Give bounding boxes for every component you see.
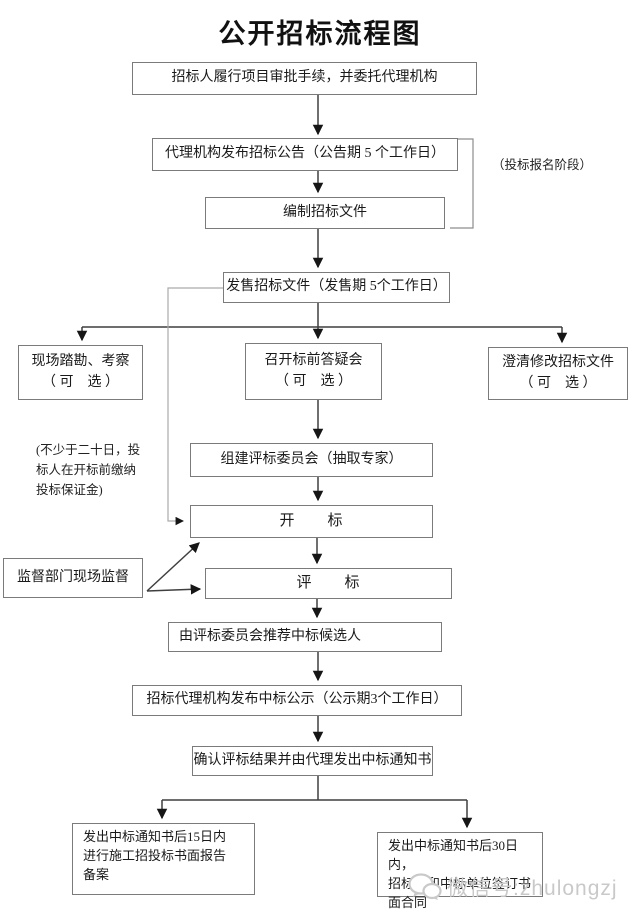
node-label: 现场踏勘、考察	[31, 354, 130, 370]
node-label: 发售招标文件（发售期 5个工作日）	[226, 279, 447, 295]
connector-line	[167, 287, 223, 526]
phase-bracket	[450, 138, 474, 229]
node-label: 招标人履行项目审批手续，并委托代理机构	[171, 70, 438, 86]
connector-line	[146, 584, 202, 595]
deposit-note-line: (不少于二十日，投	[36, 443, 141, 457]
node-clarify-docs: 澄清修改招标文件 （ 可 选 ）	[488, 347, 628, 400]
node-label-line: 面合同	[388, 894, 428, 910]
watermark: 微信号:zhulongzj	[408, 872, 618, 902]
node-committee: 组建评标委员会（抽取专家）	[190, 443, 433, 477]
deposit-note: (不少于二十日，投 标人在开标前缴纳 投标保证金)	[36, 440, 148, 500]
node-contract: 发出中标通知书后30日内， 招标人和中标单位签订书 面合同	[377, 832, 543, 910]
node-bid-evaluation: 评 标	[205, 568, 452, 599]
node-filing: 发出中标通知书后15日内 进行施工招投标书面报告 备案	[72, 823, 255, 895]
node-sell-docs: 发售招标文件（发售期 5个工作日）	[223, 272, 450, 303]
node-label-line: 备案	[83, 866, 110, 882]
node-label: 确认评标结果并由代理发出中标通知书	[193, 752, 432, 768]
node-announcement: 代理机构发布招标公告（公告期 5 个工作日）	[152, 138, 458, 171]
node-label: 招标代理机构发布中标公示（公示期3个工作日）	[146, 692, 448, 708]
node-label-line: 进行施工招投标书面报告	[83, 847, 227, 863]
node-label: 评 标	[296, 574, 361, 591]
deposit-note-line: 投标保证金)	[36, 483, 103, 497]
deposit-note-line: 标人在开标前缴纳	[36, 463, 137, 477]
page-title: 公开招标流程图	[218, 19, 422, 49]
connector-line	[146, 542, 200, 592]
node-publicity: 招标代理机构发布中标公示（公示期3个工作日）	[132, 685, 462, 716]
node-label: 监督部门现场监督	[17, 569, 129, 585]
node-label: 组建评标委员会（抽取专家）	[220, 451, 403, 467]
node-label: 由评标委员会推荐中标候选人	[179, 628, 361, 644]
node-qa-meeting: 召开标前答疑会 （ 可 选 ）	[245, 343, 382, 400]
node-label: 代理机构发布招标公告（公告期 5 个工作日）	[165, 146, 445, 162]
node-recommend: 由评标委员会推荐中标候选人	[168, 622, 442, 652]
node-prepare-docs: 编制招标文件	[205, 197, 445, 229]
registration-phase-label: （投标报名阶段）	[492, 158, 593, 172]
node-sublabel: （ 可 选 ）	[275, 373, 352, 389]
node-site-survey: 现场踏勘、考察 （ 可 选 ）	[18, 345, 143, 400]
watermark-text: 微信号:zhulongzj	[447, 877, 618, 900]
node-sublabel: （ 可 选 ）	[519, 375, 597, 391]
node-label: 澄清修改招标文件	[502, 355, 614, 371]
node-confirm: 确认评标结果并由代理发出中标通知书	[192, 746, 433, 776]
node-label: 编制招标文件	[283, 204, 367, 220]
node-approval: 招标人履行项目审批手续，并委托代理机构	[132, 62, 477, 95]
node-label-line: 发出中标通知书后30日内，	[388, 838, 519, 872]
node-bid-opening: 开 标	[190, 505, 433, 538]
node-label-line: 发出中标通知书后15日内	[83, 829, 227, 844]
wechat-icon	[408, 873, 442, 900]
node-supervision: 监督部门现场监督	[3, 558, 143, 598]
node-label: 召开标前答疑会	[264, 353, 363, 369]
node-sublabel: （ 可 选 ）	[42, 374, 119, 390]
node-label: 开 标	[279, 512, 344, 529]
